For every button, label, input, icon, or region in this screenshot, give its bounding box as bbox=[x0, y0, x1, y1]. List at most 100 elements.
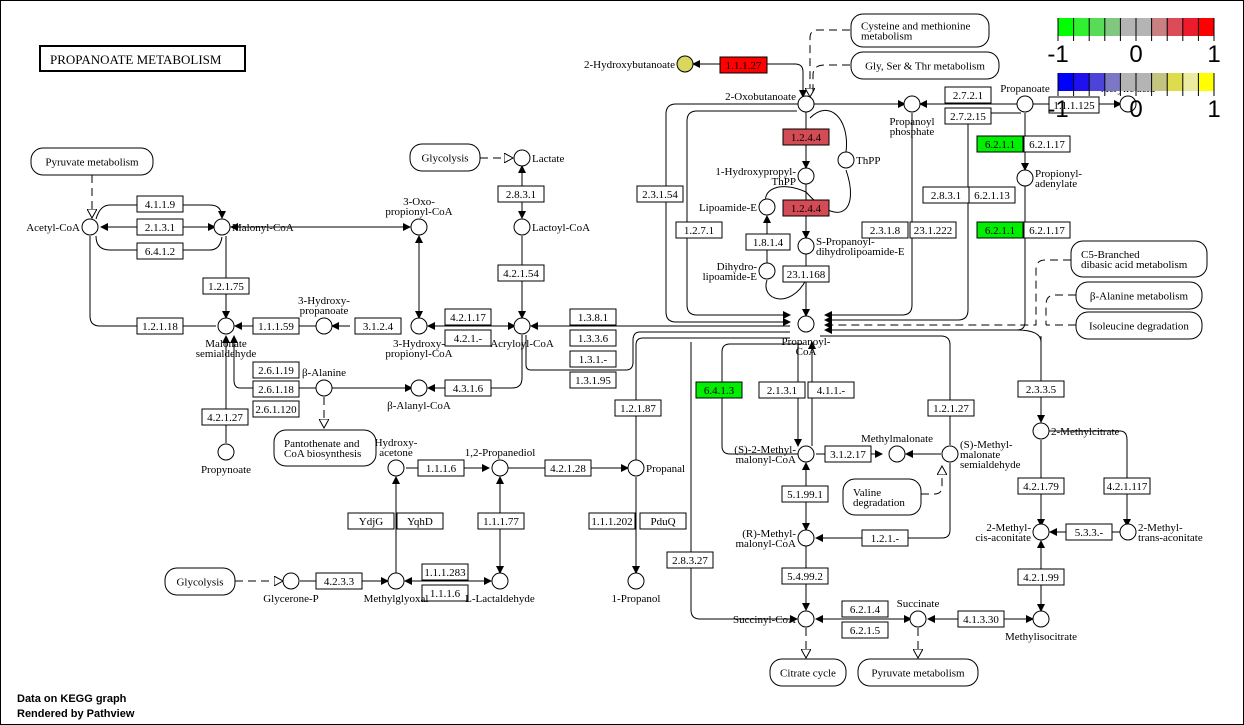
enzyme-box[interactable] bbox=[927, 399, 975, 417]
enzyme-box[interactable] bbox=[614, 399, 662, 417]
enzyme-box[interactable] bbox=[252, 400, 300, 418]
compound-node[interactable]: Methylglyoxal bbox=[364, 572, 429, 605]
enzyme-node[interactable]: 4.2.1.- bbox=[444, 329, 492, 347]
enzyme-box[interactable] bbox=[569, 308, 617, 326]
enzyme-box[interactable] bbox=[252, 317, 300, 335]
compound-circle[interactable] bbox=[410, 218, 428, 236]
enzyme-box[interactable] bbox=[315, 572, 363, 590]
compound-node[interactable]: 2-Methylcitrate bbox=[1032, 422, 1120, 440]
enzyme-box[interactable] bbox=[636, 185, 684, 203]
enzyme-node[interactable]: 1.2.4.4 bbox=[782, 128, 830, 146]
enzyme-node[interactable]: 1.1.1.77 bbox=[477, 512, 525, 530]
compound-node[interactable]: Propynoate bbox=[201, 443, 251, 476]
compound-circle[interactable] bbox=[217, 317, 235, 335]
enzyme-box[interactable] bbox=[201, 408, 249, 426]
compound-circle[interactable] bbox=[627, 459, 645, 477]
enzyme-box[interactable] bbox=[396, 512, 444, 530]
enzyme-box[interactable] bbox=[807, 381, 855, 399]
compound-node[interactable]: 1,2-Propanediol bbox=[465, 447, 536, 477]
enzyme-node[interactable]: 5.3.3.- bbox=[1065, 523, 1113, 541]
enzyme-box[interactable] bbox=[782, 265, 830, 283]
compound-node[interactable]: Malonyl-CoA bbox=[213, 218, 294, 236]
enzyme-node[interactable]: 2.3.1.8 bbox=[861, 221, 909, 239]
enzyme-node[interactable]: 2.8.3.1 bbox=[922, 186, 970, 204]
compound-node[interactable]: Lactoyl-CoA bbox=[513, 218, 590, 236]
enzyme-node[interactable]: 1.1.1.283 bbox=[421, 563, 469, 581]
enzyme-box[interactable] bbox=[976, 221, 1024, 239]
compound-circle[interactable] bbox=[387, 572, 405, 590]
enzyme-node[interactable]: 5.4.99.2 bbox=[781, 567, 829, 585]
compound-node[interactable]: ThPP bbox=[837, 151, 880, 169]
enzyme-node[interactable]: 4.2.1.27 bbox=[201, 408, 249, 426]
enzyme-node[interactable]: 6.2.1.17 bbox=[1023, 221, 1071, 239]
enzyme-node[interactable]: 4.2.1.54 bbox=[497, 264, 545, 282]
enzyme-node[interactable]: 1.1.1.6 bbox=[421, 584, 469, 602]
compound-circle[interactable] bbox=[491, 459, 509, 477]
enzyme-box[interactable] bbox=[781, 567, 829, 585]
compound-circle[interactable] bbox=[797, 315, 815, 333]
enzyme-node[interactable]: YdjG bbox=[347, 512, 395, 530]
compound-circle[interactable] bbox=[387, 459, 405, 477]
compound-circle[interactable] bbox=[797, 237, 815, 255]
compound-circle[interactable] bbox=[941, 445, 959, 463]
compound-circle[interactable] bbox=[797, 610, 815, 628]
compound-circle[interactable] bbox=[513, 149, 531, 167]
enzyme-node[interactable]: 6.2.1.1 bbox=[976, 221, 1024, 239]
pathway-map-link[interactable]: β-Alanine metabolism bbox=[1075, 281, 1203, 310]
pathway-map-link[interactable]: Pyruvate metabolism bbox=[857, 658, 979, 687]
compound-circle[interactable] bbox=[758, 198, 776, 216]
enzyme-node[interactable]: 1.2.4.4 bbox=[782, 199, 830, 217]
compound-circle[interactable] bbox=[903, 95, 921, 113]
map-box[interactable] bbox=[164, 567, 236, 596]
compound-circle[interactable] bbox=[797, 167, 815, 185]
enzyme-box[interactable] bbox=[1017, 380, 1065, 398]
compound-node[interactable]: (R)-Methyl-malonyl-CoA bbox=[736, 528, 815, 550]
enzyme-box[interactable] bbox=[421, 563, 469, 581]
enzyme-box[interactable] bbox=[569, 329, 617, 347]
enzyme-box[interactable] bbox=[976, 135, 1024, 153]
compound-circle[interactable] bbox=[797, 95, 815, 113]
enzyme-box[interactable] bbox=[417, 459, 465, 477]
enzyme-node[interactable]: PduQ bbox=[639, 512, 687, 530]
enzyme-box[interactable] bbox=[202, 277, 250, 295]
enzyme-box[interactable] bbox=[136, 317, 184, 335]
enzyme-node[interactable]: 6.2.1.5 bbox=[841, 621, 889, 639]
enzyme-node[interactable]: 2.8.3.27 bbox=[666, 551, 714, 569]
map-box[interactable] bbox=[769, 658, 847, 687]
enzyme-node[interactable]: 6.2.1.17 bbox=[1023, 135, 1071, 153]
pathway-map-link[interactable]: Pyruvate metabolism bbox=[30, 147, 154, 176]
enzyme-box[interactable] bbox=[1103, 477, 1151, 495]
compound-node[interactable]: 3-Hydroxy-propanoate bbox=[298, 295, 350, 335]
enzyme-box[interactable] bbox=[666, 551, 714, 569]
compound-circle[interactable] bbox=[513, 218, 531, 236]
enzyme-node[interactable]: 2.6.1.120 bbox=[252, 400, 300, 418]
enzyme-box[interactable] bbox=[444, 308, 492, 326]
map-box[interactable] bbox=[842, 478, 922, 516]
enzyme-node[interactable]: 6.2.1.4 bbox=[841, 600, 889, 618]
enzyme-box[interactable] bbox=[569, 350, 617, 368]
enzyme-node[interactable]: 4.2.3.3 bbox=[315, 572, 363, 590]
compound-circle[interactable] bbox=[909, 610, 927, 628]
compound-node[interactable]: Hydroxy-acetone bbox=[375, 437, 418, 477]
pathway-map-link[interactable]: Gly, Ser & Thr metabolism bbox=[850, 51, 1000, 80]
enzyme-node[interactable]: 4.3.1.6 bbox=[444, 379, 492, 397]
enzyme-box[interactable] bbox=[354, 317, 402, 335]
compound-node[interactable]: β-Alanine bbox=[302, 367, 346, 397]
enzyme-box[interactable] bbox=[745, 233, 791, 251]
enzyme-node[interactable]: 1.3.3.6 bbox=[569, 329, 617, 347]
enzyme-box[interactable] bbox=[1017, 568, 1065, 586]
enzyme-node[interactable]: 6.2.1.13 bbox=[968, 186, 1016, 204]
compound-circle[interactable] bbox=[1119, 523, 1137, 541]
enzyme-node[interactable]: 1.3.1.95 bbox=[569, 371, 617, 389]
enzyme-box[interactable] bbox=[1065, 523, 1113, 541]
compound-circle[interactable] bbox=[213, 218, 231, 236]
enzyme-node[interactable]: 1.2.1.- bbox=[861, 529, 909, 547]
enzyme-box[interactable] bbox=[695, 381, 743, 399]
compound-node[interactable]: 3-Hydroxy-propionyl-CoA bbox=[385, 317, 453, 360]
enzyme-box[interactable] bbox=[136, 195, 184, 213]
enzyme-node[interactable]: 4.2.1.17 bbox=[444, 308, 492, 326]
enzyme-box[interactable] bbox=[639, 512, 687, 530]
enzyme-box[interactable] bbox=[841, 621, 889, 639]
